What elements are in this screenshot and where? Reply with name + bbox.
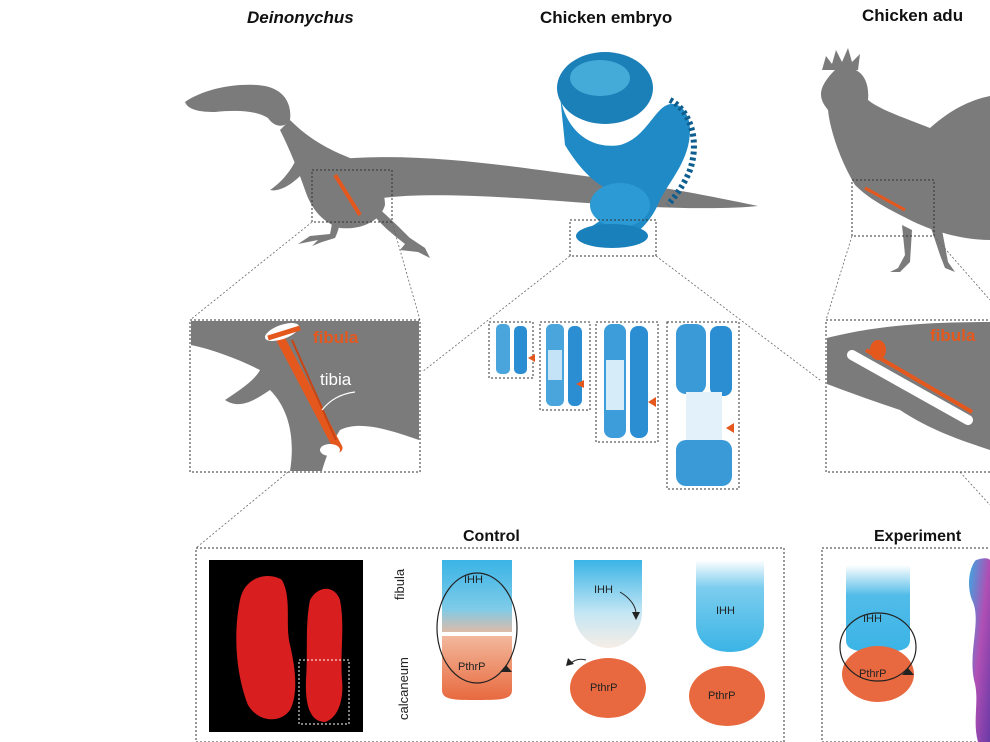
gene-pthrp-control-3: PthrP [708, 690, 736, 702]
gene-pthrp-experiment: PthrP [859, 668, 887, 680]
chicken-adult-silhouette [820, 48, 990, 272]
dino-bone-small [333, 173, 362, 217]
embryo-bone-stage-2 [539, 321, 591, 411]
control-stage-2 [574, 560, 642, 648]
gene-ihh-control-1: IHH [464, 574, 483, 586]
axis-label-calcaneum: calcaneum [396, 657, 411, 720]
experiment-stage-1 [846, 565, 910, 652]
gene-pthrp-control-2: PthrP [590, 682, 618, 694]
label-fibula-adult: fibula [930, 326, 976, 345]
dino-zoom-box [311, 169, 393, 223]
gene-ihh-control-2: IHH [594, 584, 613, 596]
embryo-bone-stage-1 [488, 321, 535, 379]
label-tibia-dino: tibia [320, 370, 352, 389]
experiment-stained-image [969, 558, 990, 742]
control-stage-3 [696, 560, 764, 652]
axis-label-fibula: fibula [392, 568, 407, 600]
chicken-embryo-image [557, 52, 697, 248]
control-stage-3-pthrp [689, 666, 765, 726]
chicken-bone-small [864, 186, 906, 212]
experiment-stage-1-pthrp [842, 646, 914, 702]
experiment-title: Experiment [874, 528, 962, 545]
title-chicken-embryo: Chicken embryo [540, 8, 673, 27]
gene-ihh-experiment: IHH [863, 613, 882, 625]
experiment-panel-frame [821, 547, 990, 742]
control-stage-2-pthrp [570, 658, 646, 718]
embryo-bone-stage-4 [666, 321, 740, 490]
dino-leg-panel [189, 319, 421, 473]
control-panel-frame [195, 547, 785, 742]
chicken-zoom-box [851, 179, 935, 237]
embryo-zoom-box [569, 219, 657, 257]
label-fibula-dino: fibula [313, 328, 359, 347]
control-title: Control [463, 528, 520, 545]
control-stage-1 [442, 560, 512, 700]
embryo-bone-stage-3 [595, 321, 659, 443]
title-chicken-adult: Chicken adu [862, 6, 964, 25]
title-deinonychus: Deinonychus [247, 8, 354, 27]
chicken-leg-panel [825, 319, 990, 473]
gene-pthrp-control-1: PthrP [458, 661, 486, 673]
gene-ihh-control-3: IHH [716, 605, 735, 617]
